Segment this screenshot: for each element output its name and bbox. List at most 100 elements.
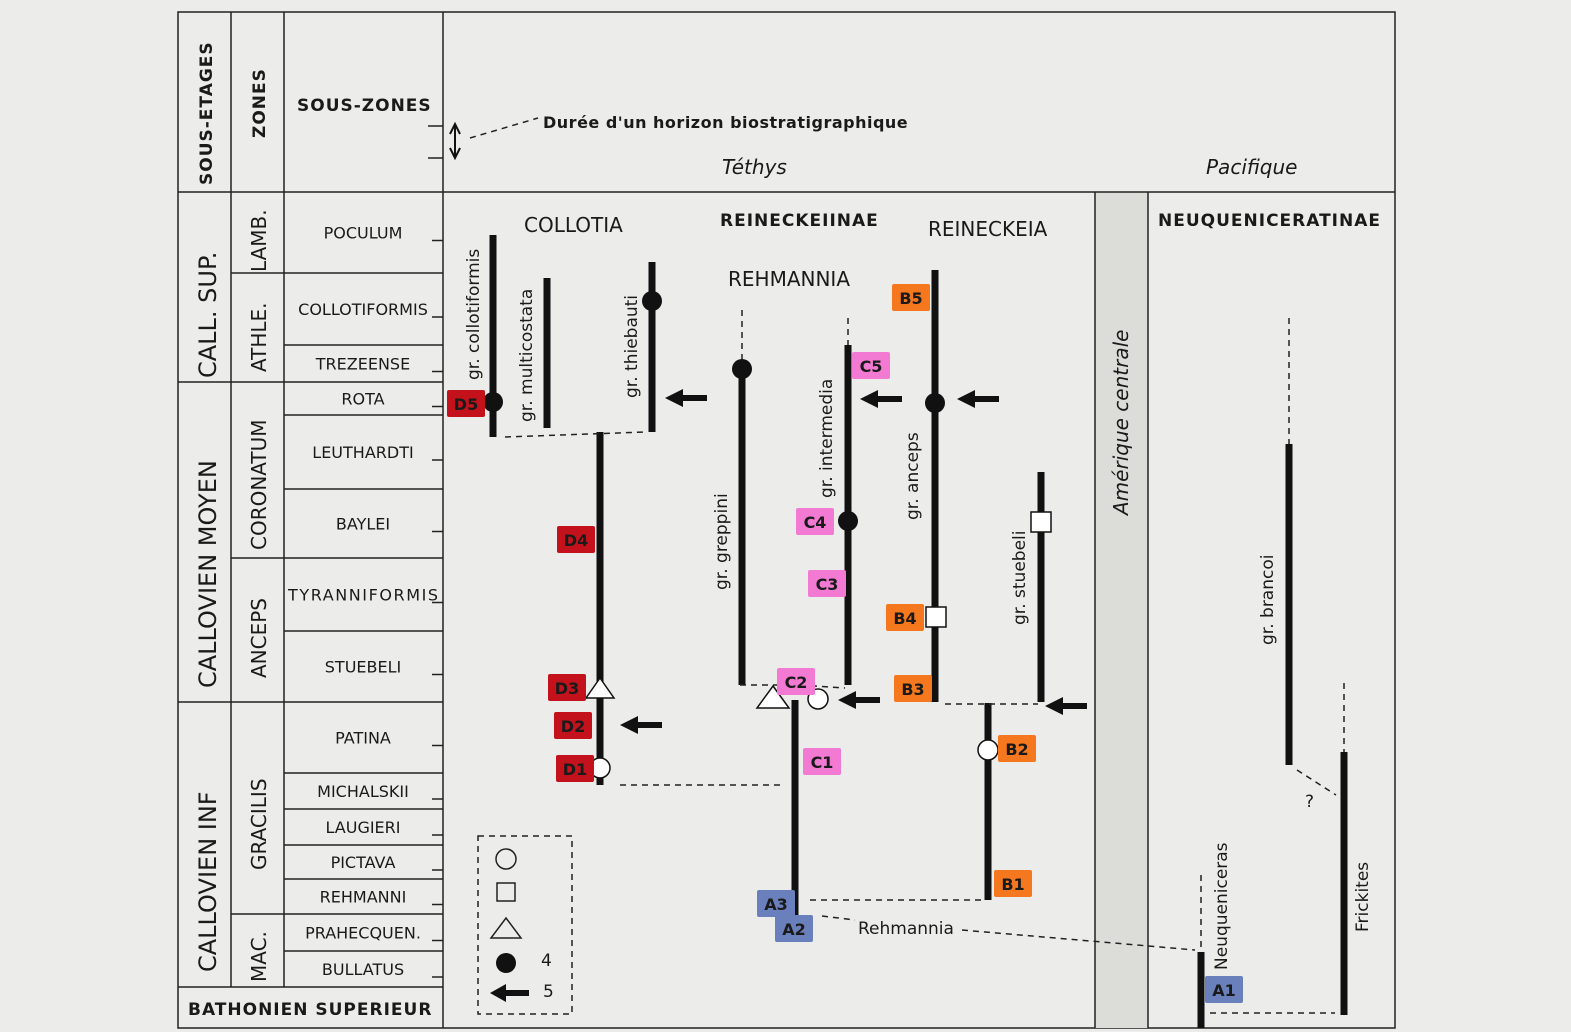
sample-label-c4: C4 [796,508,834,535]
question-mark: ? [1305,792,1314,812]
sous-zone-label: PRAHECQUEN. [305,924,421,943]
zone-mac: MAC. [247,931,271,982]
horizon-note: Durée d'un horizon biostratigraphique [543,113,908,132]
filled-circle-icon [925,393,945,413]
legend-open-circle-icon [495,848,517,870]
sous-zone-label: ROTA [341,390,384,409]
sous-zone-label: PATINA [335,729,391,748]
zone-lamb: LAMB. [247,209,271,272]
sample-label-d4: D4 [557,526,595,553]
open-square-icon [925,606,947,628]
sample-label-text: D1 [563,760,587,779]
arrow-left-icon [665,389,707,407]
group-collotia: COLLOTIA [524,213,623,237]
filled-circle-icon [642,291,662,311]
header-zones: ZONES [250,68,270,138]
header-sous-zones: SOUS-ZONES [297,96,432,116]
legend-open-triangle-icon [489,916,523,939]
region-tethys: Téthys [722,155,787,179]
sample-label-d2: D2 [554,712,592,739]
arrows [620,389,1087,734]
horizon-duration-icon [449,121,461,161]
sample-label-text: A2 [782,920,806,939]
sample-label-c2: C2 [777,668,815,695]
amerique-stipple-band [1095,192,1148,1028]
legend-filled-circle-icon [496,953,516,973]
filled-circle-icon [732,359,752,379]
arrow-left-icon [1045,697,1087,715]
sample-label-b5: B5 [892,284,930,311]
taxon-frickites: Frickites [1353,862,1373,932]
sous-zone-label: STUEBELI [325,658,401,677]
sample-label-c5: C5 [852,352,890,379]
sous-zone-label: COLLOTIFORMIS [298,300,428,319]
sample-label-text: B4 [893,609,916,628]
sample-label-a2: A2 [775,915,813,942]
sous-zone-label: BAYLEI [336,515,390,534]
open-triangle-icon [584,676,616,699]
bathonien-superieur: BATHONIEN SUPERIEUR [188,1000,432,1020]
taxon-multicostata: gr. multicostata [517,289,537,422]
stage-callovien-inf: CALLOVIEN INF [194,791,222,972]
open-square-icon [1030,511,1052,533]
sample-label-d3: D3 [548,674,586,701]
sample-label-text: B5 [899,289,922,308]
stage-callovien-moyen: CALLOVIEN MOYEN [194,460,222,688]
group-neuqueniceratinae: NEUQUENICERATINAE [1158,211,1381,231]
sample-label-text: C2 [785,673,808,692]
sous-zone-label: MICHALSKII [317,782,409,801]
legend-arrow-label: 5 [543,982,554,1002]
sample-label-text: D4 [564,531,588,550]
sample-label-text: C1 [811,753,834,772]
horizon-pointer [469,117,539,139]
group-reineckeia: REINECKEIA [928,217,1048,241]
sample-label-c3: C3 [808,570,846,597]
sample-label-text: A3 [764,895,788,914]
region-pacifique: Pacifique [1206,155,1297,179]
sous-zone-label: REHMANNI [320,888,407,907]
sample-label-b1: B1 [994,870,1032,897]
taxon-intermedia: gr. intermedia [817,379,837,498]
zone-coronatum: CORONATUM [247,419,271,550]
arrow-left-icon [620,716,662,734]
sample-label-text: C4 [804,513,827,532]
sous-zone-label: POCULUM [324,224,403,243]
arrow-left-icon [860,390,902,408]
sous-zone-label: BULLATUS [322,960,404,979]
region-amerique-centrale: Amérique centrale [1109,330,1133,517]
header-sous-etages: SOUS-ETAGES [197,41,217,185]
zone-athle: ATHLE. [247,302,271,372]
group-reineckeiinae: REINECKEIINAE [720,211,879,231]
taxon-anceps: gr. anceps [903,432,923,520]
stage-call-sup: CALL. SUP. [194,252,222,378]
filled-circle-icon [483,392,503,412]
sample-label-text: B1 [1001,875,1024,894]
sous-zone-label: TYRANNIFORMIS [287,586,438,605]
filled-circle-icon [838,511,858,531]
zone-anceps: ANCEPS [247,598,271,678]
sample-label-text: B3 [901,680,924,699]
group-rehmannia: REHMANNIA [728,267,850,291]
table-grid [177,11,1396,1029]
taxon-thiebauti: gr. thiebauti [622,295,642,398]
legend: 4 5 [477,835,573,1015]
sample-label-b4: B4 [886,604,924,631]
markers [483,291,1052,779]
sample-label-b2: B2 [998,735,1036,762]
sample-label-a3: A3 [757,890,795,917]
sample-label-text: D3 [555,679,579,698]
sample-label-text: C5 [860,357,883,376]
sous-zone-label: TREZEENSE [315,355,410,374]
taxon-neuqueniceras: Neuqueniceras [1212,842,1232,970]
sous-zone-label: PICTAVA [331,853,396,872]
sample-label-text: C3 [816,575,839,594]
taxon-rehmannia-link: Rehmannia [858,919,954,939]
sample-label-text: D2 [561,717,585,736]
sample-label-a1: A1 [1205,976,1243,1003]
sous-zone-label: LAUGIERI [326,818,401,837]
taxon-brancoi: gr. brancoi [1258,555,1278,645]
legend-filled-circle-label: 4 [541,951,552,971]
